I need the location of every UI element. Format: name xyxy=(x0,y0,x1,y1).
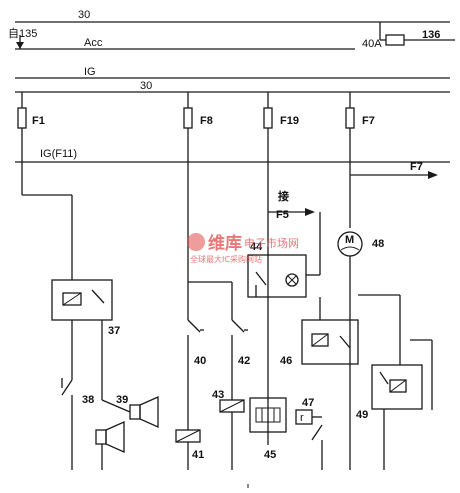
label-44: 44 xyxy=(250,241,263,253)
lamp-44 xyxy=(285,273,299,287)
fuse-40a xyxy=(385,34,405,46)
switch-40 xyxy=(187,319,201,333)
watermark-logo-icon xyxy=(187,233,205,251)
horn-39-top-body xyxy=(129,404,141,420)
label-43: 43 xyxy=(212,389,224,401)
switch-47 xyxy=(311,424,323,441)
label-connect-f5: F5 xyxy=(276,209,289,221)
relay-46-contact xyxy=(339,335,351,349)
label-47: 47 xyxy=(302,397,314,409)
horn-39-top xyxy=(139,395,159,429)
label-to-f7: F7 xyxy=(410,161,423,173)
watermark-slogan: 全球最大IC采购网站 xyxy=(190,254,262,264)
arrow-to-f5 xyxy=(305,208,315,216)
arrow-in-135 xyxy=(16,42,24,49)
watermark-logo: 维库 xyxy=(208,233,242,254)
horn-39-bottom-body xyxy=(95,429,107,445)
label-48: 48 xyxy=(372,238,384,250)
label-fuse-f7: F7 xyxy=(362,115,375,127)
label-fuse-f19: F19 xyxy=(280,115,299,127)
relay-49-box xyxy=(371,364,423,410)
label-40: 40 xyxy=(194,355,206,367)
fuse-f19 xyxy=(263,107,273,129)
fuse-f1 xyxy=(17,107,27,129)
label-136: 136 xyxy=(422,29,440,41)
relay-46-coil xyxy=(311,333,329,347)
label-fuse-f8: F8 xyxy=(200,115,213,127)
relay-37-coil xyxy=(62,292,82,306)
label-37: 37 xyxy=(108,325,120,337)
label-fuse-f1: F1 xyxy=(32,115,45,127)
label-30-top: 30 xyxy=(78,9,90,21)
arrow-to-f7 xyxy=(428,171,438,179)
label-ig: IG xyxy=(84,66,96,78)
label-49: 49 xyxy=(356,409,368,421)
watermark-site: 电子市场网 xyxy=(244,236,299,250)
switch-42 xyxy=(231,319,245,333)
relay-37-contact xyxy=(91,289,105,304)
switch-44 xyxy=(255,271,267,286)
switch-38 xyxy=(61,379,73,396)
label-39: 39 xyxy=(116,394,128,406)
label-40a: 40A xyxy=(362,38,382,50)
label-45: 45 xyxy=(264,449,276,461)
relay-49-coil xyxy=(389,379,407,393)
svg-text:r: r xyxy=(300,412,304,424)
label-41: 41 xyxy=(192,449,204,461)
relay-46-box xyxy=(301,319,359,365)
motor-symbol: M xyxy=(345,234,354,246)
label-connect: 接 xyxy=(278,189,289,203)
component-44-box xyxy=(247,254,307,298)
component-47 xyxy=(295,409,313,425)
fuse-f7 xyxy=(345,107,355,129)
label-from-135: 自135 xyxy=(8,27,37,40)
label-46: 46 xyxy=(280,355,292,367)
label-30-mid: 30 xyxy=(140,80,152,92)
module-45 xyxy=(249,397,287,433)
label-acc: Acc xyxy=(84,37,103,49)
relay-37-box xyxy=(51,279,113,321)
label-42: 42 xyxy=(238,355,250,367)
horn-39-bottom xyxy=(105,420,125,454)
label-38: 38 xyxy=(82,394,94,406)
watermark: 维库 电子市场网 全球最大IC采购网站 xyxy=(187,233,299,264)
fuse-f8 xyxy=(183,107,193,129)
label-ig-f11: IG(F11) xyxy=(40,148,77,160)
